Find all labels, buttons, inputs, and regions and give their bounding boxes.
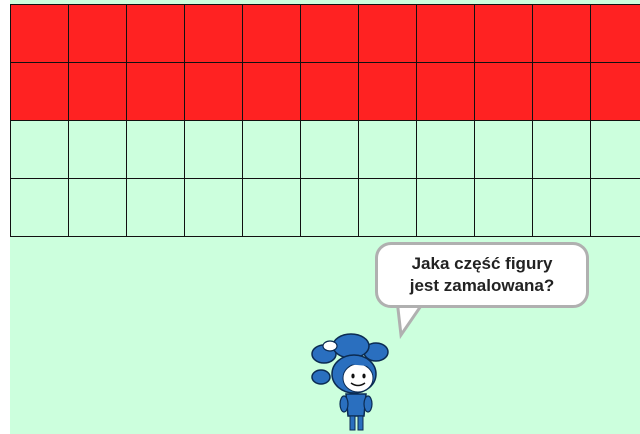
grid-cell-empty xyxy=(69,179,127,237)
grid-cell-empty xyxy=(243,121,301,179)
blue-fairy-character-icon[interactable] xyxy=(306,332,396,434)
grid-cell-shaded xyxy=(243,63,301,121)
grid-cell-shaded xyxy=(417,63,475,121)
grid-cell-shaded xyxy=(533,63,591,121)
grid-cell-shaded xyxy=(127,63,185,121)
grid-cell-shaded xyxy=(475,63,533,121)
grid-cell-shaded xyxy=(359,63,417,121)
grid-cell-empty xyxy=(591,121,640,179)
grid-cell-shaded xyxy=(69,5,127,63)
question-line-1: Jaka część figury xyxy=(410,253,555,275)
grid-cell-empty xyxy=(127,121,185,179)
grid-cell-empty xyxy=(185,179,243,237)
grid-cell-shaded xyxy=(301,63,359,121)
grid-cell-empty xyxy=(359,121,417,179)
grid-cell-shaded xyxy=(359,5,417,63)
grid-cell-shaded xyxy=(69,63,127,121)
grid-cell-empty xyxy=(533,121,591,179)
grid-cell-shaded xyxy=(417,5,475,63)
grid-cell-shaded xyxy=(11,63,69,121)
grid-cell-empty xyxy=(185,121,243,179)
grid-cell-empty xyxy=(301,121,359,179)
grid-cell-empty xyxy=(11,179,69,237)
grid-cell-shaded xyxy=(243,5,301,63)
grid-cell-empty xyxy=(591,179,640,237)
grid-cell-empty xyxy=(475,179,533,237)
grid-cell-empty xyxy=(359,179,417,237)
grid-cell-empty xyxy=(69,121,127,179)
speech-bubble: Jaka część figury jest zamalowana? xyxy=(375,242,589,308)
grid-cell-shaded xyxy=(11,5,69,63)
grid-cell-shaded xyxy=(591,5,640,63)
grid-cell-empty xyxy=(417,121,475,179)
grid-cell-empty xyxy=(533,179,591,237)
grid-cell-empty xyxy=(127,179,185,237)
question-line-2: jest zamalowana? xyxy=(410,275,555,297)
grid-cell-empty xyxy=(417,179,475,237)
grid-cell-empty xyxy=(243,179,301,237)
grid-cell-empty xyxy=(475,121,533,179)
stage: Jaka część figury jest zamalowana? xyxy=(10,0,640,434)
fraction-grid xyxy=(10,4,640,237)
grid-cell-empty xyxy=(301,179,359,237)
grid-cell-shaded xyxy=(533,5,591,63)
grid-cell-shaded xyxy=(591,63,640,121)
grid-cell-shaded xyxy=(475,5,533,63)
grid-cell-shaded xyxy=(301,5,359,63)
grid-cell-shaded xyxy=(127,5,185,63)
grid-cell-shaded xyxy=(185,5,243,63)
grid-cell-empty xyxy=(11,121,69,179)
grid-cell-shaded xyxy=(185,63,243,121)
